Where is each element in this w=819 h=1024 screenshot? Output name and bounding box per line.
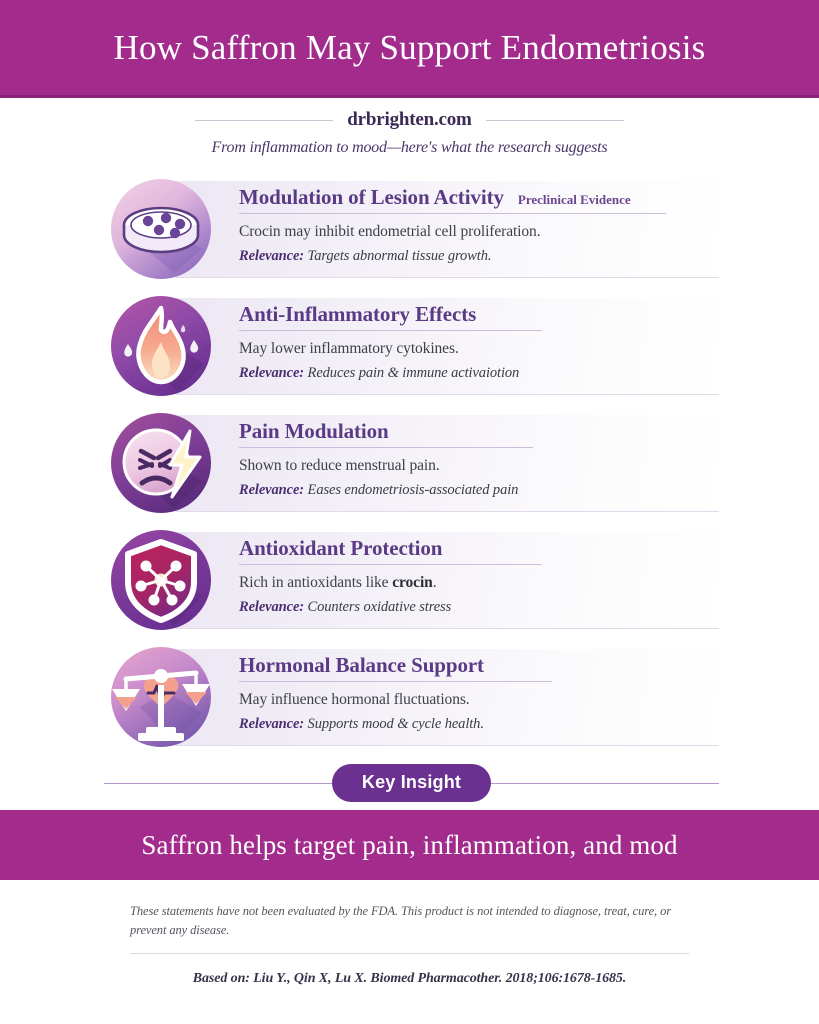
card-body: Modulation of Lesion Activity Preclinica…	[239, 185, 713, 265]
page-title: How Saffron May Support Endometriosis	[113, 27, 706, 67]
card-desc-pre: May influence hormonal fluctuations.	[239, 691, 470, 708]
card-desc-bold: crocin	[392, 574, 433, 591]
card-desc-post: .	[432, 574, 437, 591]
benefit-card: Anti-Inflammatory Effects May lower infl…	[104, 294, 719, 397]
brand-name: drbrighten.com	[347, 109, 472, 130]
relevance-label: Relevance:	[239, 482, 305, 498]
relevance-label: Relevance:	[239, 248, 305, 264]
card-panel	[176, 298, 719, 395]
benefit-card-list: Modulation of Lesion Activity Preclinica…	[0, 177, 819, 748]
footer: These statements have not been evaluated…	[0, 880, 819, 987]
card-desc-pre: Crocin may inhibit endometrial cell prol…	[239, 223, 541, 240]
key-insight-rule-left	[104, 782, 332, 784]
card-relevance: Relevance: Eases endometriosis-associate…	[239, 482, 713, 499]
shield-molecule-icon	[104, 528, 218, 631]
relevance-label: Relevance:	[239, 365, 305, 381]
card-evidence-tag: Preclinical Evidence	[517, 192, 631, 207]
card-panel	[176, 649, 719, 746]
flame-icon	[104, 294, 218, 397]
card-relevance: Relevance: Supports mood & cycle health.	[239, 716, 713, 733]
key-insight-badge: Key Insight	[331, 764, 492, 802]
balance-scale-heart-icon	[104, 645, 218, 748]
card-head: Hormonal Balance Support	[239, 653, 552, 682]
brand-row: drbrighten.com	[0, 98, 819, 131]
card-title: Pain Modulation	[239, 419, 389, 443]
card-head: Antioxidant Protection	[239, 536, 543, 565]
card-relevance: Relevance: Reduces pain & immune activai…	[239, 365, 713, 382]
relevance-text: Reduces pain & immune activaiotion	[304, 365, 520, 381]
benefit-card: Modulation of Lesion Activity Preclinica…	[104, 177, 719, 280]
relevance-text: Eases endometriosis-associated pain	[304, 482, 519, 498]
benefit-card: Pain Modulation Shown to reduce menstrua…	[104, 411, 719, 514]
relevance-text: Targets abnormal tissue growth.	[304, 248, 492, 264]
card-head: Modulation of Lesion Activity Preclinica…	[239, 185, 666, 214]
card-head: Pain Modulation	[239, 419, 533, 448]
footer-divider	[130, 952, 689, 954]
card-description: Rich in antioxidants like crocin.	[239, 574, 713, 592]
card-body: Anti-Inflammatory Effects May lower infl…	[239, 302, 713, 382]
fda-disclaimer: These statements have not been evaluated…	[130, 904, 671, 938]
card-description: May lower inflammatory cytokines.	[239, 340, 713, 358]
card-desc-pre: Rich in antioxidants like	[239, 574, 393, 591]
card-body: Antioxidant Protection Rich in antioxida…	[239, 536, 713, 616]
petri-dish-icon	[104, 177, 218, 280]
relevance-label: Relevance:	[239, 599, 305, 615]
card-description: May influence hormonal fluctuations.	[239, 691, 713, 709]
card-body: Pain Modulation Shown to reduce menstrua…	[239, 419, 713, 499]
header-band: How Saffron May Support Endometriosis	[0, 0, 819, 98]
card-desc-pre: May lower inflammatory cytokines.	[239, 340, 459, 357]
card-relevance: Relevance: Targets abnormal tissue growt…	[239, 248, 713, 265]
key-insight-rule-right	[491, 782, 719, 784]
relevance-label: Relevance:	[239, 716, 305, 732]
card-relevance: Relevance: Counters oxidative stress	[239, 599, 713, 616]
key-insight-row: Key Insight	[0, 762, 819, 804]
card-desc-pre: Shown to reduce menstrual pain.	[239, 457, 440, 474]
card-title: Anti-Inflammatory Effects	[239, 302, 477, 326]
card-panel	[176, 415, 719, 512]
card-title: Antioxidant Protection	[239, 536, 443, 560]
key-insight-banner-text: Saffron helps target pain, inflammation,…	[141, 829, 678, 860]
card-title: Hormonal Balance Support	[239, 653, 484, 677]
relevance-text: Counters oxidative stress	[304, 599, 452, 615]
relevance-text: Supports mood & cycle health.	[304, 716, 484, 732]
angry-face-lightning-icon	[104, 411, 218, 514]
card-description: Shown to reduce menstrual pain.	[239, 457, 713, 475]
card-description: Crocin may inhibit endometrial cell prol…	[239, 223, 713, 241]
brand-rule-right	[485, 119, 624, 121]
card-panel	[176, 532, 719, 629]
benefit-card: Hormonal Balance Support May influence h…	[104, 645, 719, 748]
card-title: Modulation of Lesion Activity	[239, 185, 504, 209]
card-body: Hormonal Balance Support May influence h…	[239, 653, 713, 733]
card-panel	[176, 181, 719, 278]
brand-rule-left	[195, 119, 334, 121]
citation: Based on: Liu Y., Qin X, Lu X. Biomed Ph…	[192, 970, 627, 986]
card-head: Anti-Inflammatory Effects	[239, 302, 543, 331]
tagline: From inflammation to mood—here's what th…	[211, 139, 608, 156]
key-insight-banner: Saffron helps target pain, inflammation,…	[0, 810, 819, 880]
benefit-card: Antioxidant Protection Rich in antioxida…	[104, 528, 719, 631]
